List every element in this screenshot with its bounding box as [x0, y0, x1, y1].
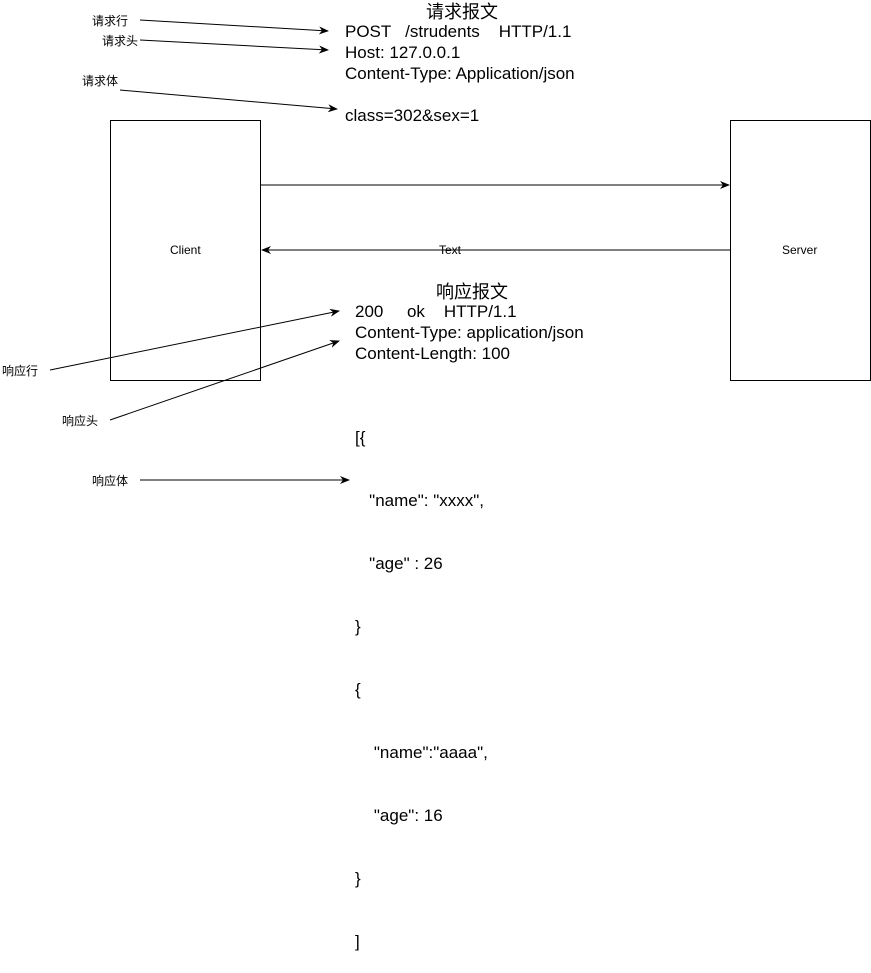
client-label: Client [170, 243, 201, 257]
request-content-type: Content-Type: Application/json [345, 64, 575, 83]
request-body-label: 请求体 [82, 74, 119, 88]
response-body-line: "age": 16 [355, 806, 443, 825]
server-box: Server [730, 120, 871, 381]
response-body-label: 响应体 [92, 474, 129, 488]
response-body-line: [{ [355, 428, 366, 447]
request-title: 请求报文 [426, 2, 498, 22]
response-body-line: { [355, 680, 361, 699]
response-body-line: "name":"aaaa", [355, 743, 488, 762]
response-body-line: ] [355, 932, 360, 951]
request-body: class=302&sex=1 [345, 106, 480, 125]
response-title: 响应报文 [436, 282, 508, 302]
request-host: Host: 127.0.0.1 [345, 43, 461, 62]
connector-label: Text [439, 243, 462, 257]
server-label: Server [782, 243, 818, 257]
arrow-request-header [139, 39, 329, 54]
response-body-line: "name": "xxxx", [355, 491, 485, 510]
response-line-label: 响应行 [2, 364, 39, 378]
request-line: POST /strudents HTTP/1.1 [345, 22, 572, 41]
response-content-type: Content-Type: application/json [355, 323, 584, 342]
request-header-label: 请求头 [102, 34, 139, 48]
response-body-line: } [355, 869, 361, 888]
response-body: [{ "name": "xxxx", "age" : 26 } { "name"… [355, 385, 488, 973]
request-line-label: 请求行 [92, 14, 129, 28]
client-box: Client [110, 120, 261, 381]
response-body-line: "age" : 26 [355, 554, 443, 573]
arrow-request-line [139, 19, 329, 35]
arrow-request-body [119, 89, 338, 113]
response-content-length: Content-Length: 100 [355, 344, 511, 363]
response-header-label: 响应头 [62, 414, 99, 428]
response-line: 200 ok HTTP/1.1 [355, 302, 517, 321]
response-body-line: } [355, 617, 361, 636]
